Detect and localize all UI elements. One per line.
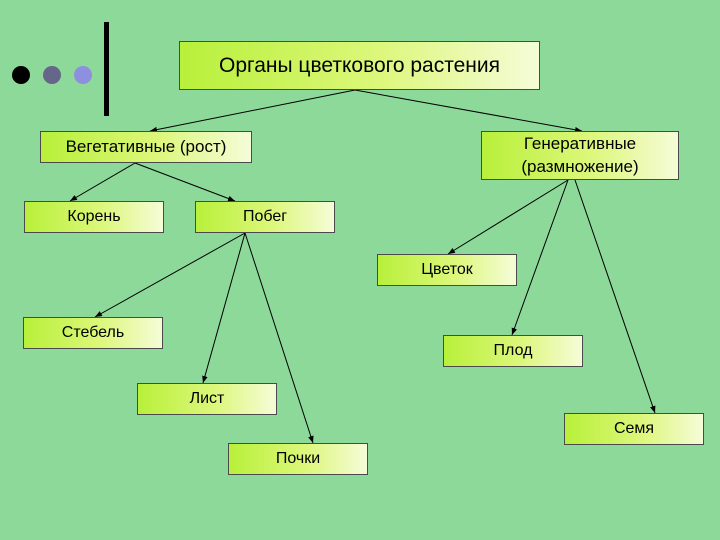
link-shoot-buds bbox=[244, 232, 314, 444]
node-root-title: Органы цветкового растения bbox=[179, 41, 540, 90]
node-buds: Почки bbox=[228, 443, 368, 475]
link-generative-flower bbox=[447, 179, 569, 255]
link-shoot-leaf bbox=[202, 232, 246, 384]
node-stem: Стебель bbox=[23, 317, 163, 349]
node-shoot: Побег bbox=[195, 201, 335, 233]
link-root-vegetative bbox=[149, 89, 356, 133]
link-vegetative-shoot bbox=[134, 162, 236, 202]
link-generative-seed bbox=[574, 179, 656, 414]
link-shoot-stem bbox=[94, 232, 246, 318]
node-vegetative: Вегетативные (рост) bbox=[40, 131, 252, 163]
node-root-organ: Корень bbox=[24, 201, 164, 233]
link-vegetative-root-organ bbox=[69, 162, 136, 202]
vertical-divider-bar bbox=[104, 22, 109, 116]
node-flower: Цветок bbox=[377, 254, 517, 286]
bullet-dot-slate bbox=[43, 66, 61, 84]
node-seed: Семя bbox=[564, 413, 704, 445]
bullet-dot-black bbox=[12, 66, 30, 84]
link-root-generative bbox=[354, 89, 583, 133]
bullet-dot-lavender bbox=[74, 66, 92, 84]
node-leaf: Лист bbox=[137, 383, 277, 415]
link-generative-fruit bbox=[511, 179, 569, 336]
node-fruit: Плод bbox=[443, 335, 583, 367]
node-generative: Генеративные (размножение) bbox=[481, 131, 679, 180]
